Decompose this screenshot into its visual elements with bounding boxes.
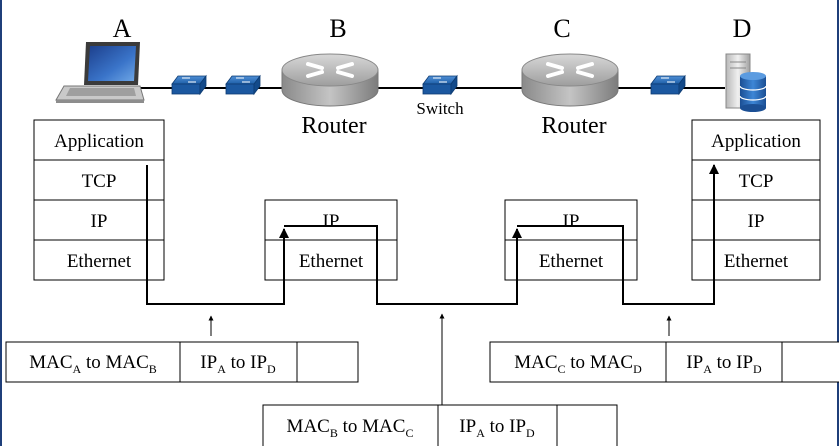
path-c-to-d xyxy=(517,164,719,305)
stack-d-layer: TCP xyxy=(739,171,774,192)
frame-header-right: MACC to MACD IPA to IPD xyxy=(489,341,839,383)
stack-b-layer: IP xyxy=(323,211,340,232)
protocol-stack-b: IP Ethernet xyxy=(264,199,398,281)
router-icon xyxy=(281,53,379,107)
frame-left-mac: MACA to MACB xyxy=(29,352,157,376)
stack-d-layer: IP xyxy=(748,211,765,232)
switch-icon xyxy=(650,74,686,96)
router-icon xyxy=(521,53,619,107)
stack-c-layer: Ethernet xyxy=(539,251,604,272)
frame-left-ip: IPA to IPD xyxy=(200,352,276,376)
stack-a-layer: Ethernet xyxy=(67,251,132,272)
protocol-stack-a: Application TCP IP Ethernet xyxy=(33,119,165,281)
host-a-label: A xyxy=(113,14,132,43)
stack-a-layer: Application xyxy=(54,131,144,152)
router-b-caption: Router xyxy=(301,113,366,139)
frame-right-ip: IPA to IPD xyxy=(686,352,762,376)
switch-icon xyxy=(225,74,261,96)
router-c-caption: Router xyxy=(541,113,606,139)
host-c-label: C xyxy=(553,14,570,43)
protocol-stack-c: IP Ethernet xyxy=(504,199,638,281)
path-b-to-c xyxy=(284,225,522,305)
stack-d-layer: Ethernet xyxy=(724,251,789,272)
frame-middle-ip: IPA to IPD xyxy=(459,416,535,440)
host-d-label: D xyxy=(733,14,752,43)
switch-caption: Switch xyxy=(416,99,464,118)
path-a-to-b xyxy=(146,165,289,305)
stack-b-layer: Ethernet xyxy=(299,251,364,272)
frame-right-mac: MACC to MACD xyxy=(514,352,642,376)
packet-path xyxy=(146,164,719,305)
host-b-label: B xyxy=(329,14,346,43)
switch-icon xyxy=(422,74,458,96)
switch-icon xyxy=(171,74,207,96)
stack-a-layer: TCP xyxy=(82,171,117,192)
laptop-icon xyxy=(55,42,145,103)
frame-header-middle: MACB to MACC IPA to IPD xyxy=(262,404,618,446)
stack-a-layer: IP xyxy=(91,211,108,232)
frame-middle-mac: MACB to MACC xyxy=(287,416,414,440)
stack-d-layer: Application xyxy=(711,131,801,152)
stack-c-layer: IP xyxy=(563,211,580,232)
protocol-stack-d: Application TCP IP Ethernet xyxy=(691,119,821,281)
server-icon xyxy=(725,53,767,112)
frame-header-left: MACA to MACB IPA to IPD xyxy=(5,341,359,383)
